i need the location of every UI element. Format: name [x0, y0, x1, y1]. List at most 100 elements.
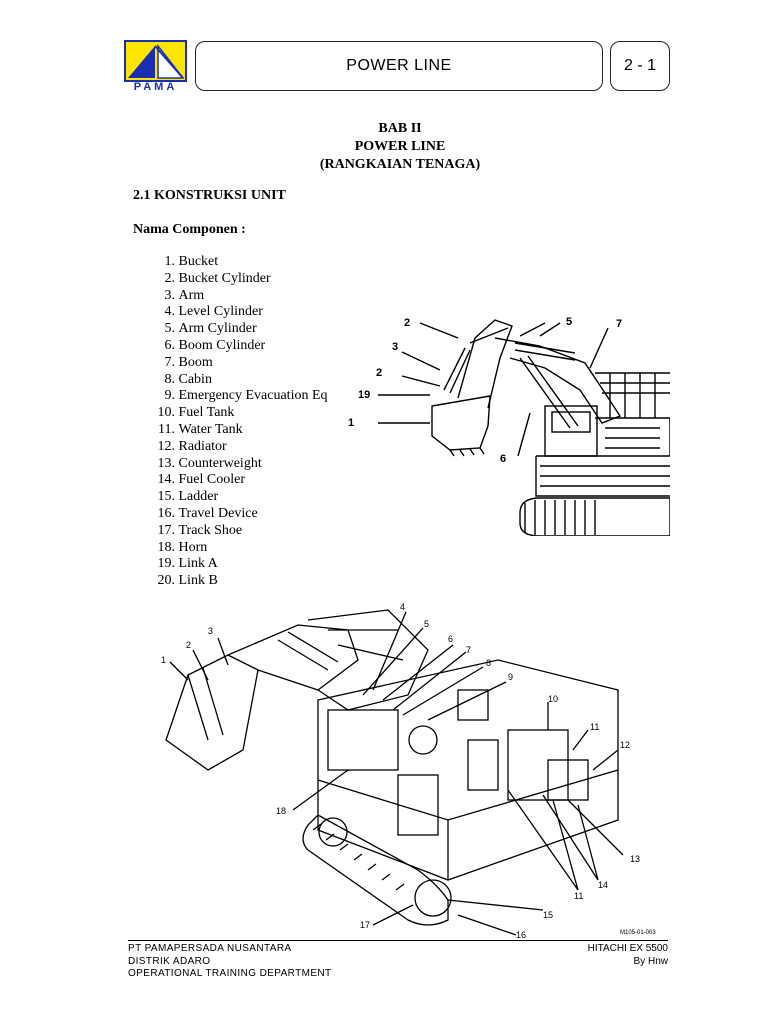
component-name: Emergency Evacuation Eq: [178, 388, 328, 404]
component-name: Water Tank: [178, 421, 243, 437]
chapter-line-2: POWER LINE: [354, 139, 446, 154]
component-name: Bucket: [178, 254, 219, 269]
callout-label: 6: [500, 453, 506, 465]
component-name: Level Cylinder: [178, 304, 263, 320]
component-number: 11.: [158, 421, 175, 437]
footer-unit-info: HITACHI EX 5500 By Hnw: [540, 943, 668, 968]
chapter-line-3: (RANGKAIAN TENAGA): [319, 157, 481, 172]
callout-label: 15: [543, 910, 553, 920]
component-name: Arm Cylinder: [178, 321, 257, 337]
callout-label: 5: [566, 316, 572, 328]
component-number: 15.: [157, 489, 176, 505]
component-number: 1.: [164, 254, 176, 269]
page-title-box: POWER LINE: [195, 41, 603, 91]
component-list-item: 17. Track Shoe: [152, 523, 332, 540]
component-list-item: 15. Ladder: [152, 489, 332, 506]
section-heading: 2.1 KONSTRUKSI UNIT: [133, 188, 286, 203]
pama-logo: [124, 40, 187, 82]
callout-label: 8: [486, 658, 491, 668]
component-name: Fuel Tank: [178, 405, 235, 421]
component-number: 16.: [157, 505, 176, 521]
component-list-item: 13. Counterweight: [152, 456, 332, 473]
component-list-item: 12. Radiator: [152, 439, 332, 456]
footer-company-info: PT PAMAPERSADA NUSANTARA DISTRIK ADARO O…: [128, 943, 332, 981]
component-number: 12.: [157, 438, 176, 454]
component-list-item: 14. Fuel Cooler: [152, 472, 332, 489]
callout-label: 1: [161, 655, 166, 665]
figure-code: M105-01-003: [620, 930, 656, 936]
footer-department: OPERATIONAL TRAINING DEPARTMENT: [128, 968, 332, 979]
callout-label: 10: [548, 694, 558, 704]
callout-label: 11: [574, 891, 583, 901]
component-list-item: 20. Link B: [152, 573, 332, 590]
callout-label: 5: [424, 619, 429, 629]
component-number: 18.: [157, 539, 176, 555]
component-list-item: 8. Cabin: [152, 372, 332, 389]
component-number: 8.: [164, 371, 176, 387]
callout-label: 3: [208, 626, 213, 636]
component-list-item: 5. Arm Cylinder: [152, 321, 332, 338]
component-name: Horn: [178, 539, 208, 555]
callout-label: 2: [404, 317, 410, 329]
page-number-box: 2 - 1: [610, 41, 670, 91]
component-name: Cabin: [178, 371, 212, 387]
footer-company: PT PAMAPERSADA NUSANTARA: [128, 943, 292, 954]
callout-label: 19: [358, 389, 370, 401]
component-list-item: 16. Travel Device: [152, 506, 332, 523]
component-list-item: 7. Boom: [152, 355, 332, 372]
component-list-item: 11. Water Tank: [152, 422, 332, 439]
component-number: 13.: [157, 455, 176, 471]
component-number: 2.: [164, 270, 176, 286]
component-list-item: 2. Bucket Cylinder: [152, 271, 332, 288]
page-title: POWER LINE: [346, 57, 452, 74]
component-name: Ladder: [178, 489, 219, 505]
logo-text: PAMA: [133, 81, 178, 93]
component-subheading: Nama Componen :: [133, 222, 246, 237]
component-name: Arm: [178, 287, 205, 303]
callout-label: 16: [516, 930, 526, 940]
component-number: 3.: [164, 287, 176, 303]
excavator-side-view-figure: 2 5 7 3 2 19 1 6: [348, 316, 670, 536]
component-name: Counterweight: [178, 455, 262, 471]
component-name: Fuel Cooler: [178, 472, 246, 488]
footer-district: DISTRIK ADARO: [128, 955, 211, 967]
component-number: 5.: [164, 321, 176, 337]
callout-label: 11: [590, 722, 599, 732]
component-list-item: 9. Emergency Evacuation Eq: [152, 388, 332, 405]
component-name: Link B: [178, 573, 218, 589]
callout-label: 7: [616, 318, 622, 330]
component-name: Track Shoe: [178, 522, 243, 538]
component-number: 4.: [164, 304, 176, 320]
footer-divider: [128, 940, 668, 941]
callout-label: 1: [348, 417, 354, 429]
component-name: Travel Device: [178, 505, 258, 521]
component-list-item: 6. Boom Cylinder: [152, 338, 332, 355]
chapter-title: BAB II POWER LINE (RANGKAIAN TENAGA): [200, 120, 600, 174]
component-number: 20.: [157, 573, 176, 589]
callout-label: 17: [360, 920, 370, 930]
component-name: Boom: [178, 354, 213, 370]
component-name: Radiator: [178, 438, 227, 454]
callout-label: 6: [448, 634, 453, 644]
component-number: 17.: [157, 522, 176, 538]
component-name: Boom Cylinder: [178, 337, 266, 353]
component-number: 9.: [164, 388, 176, 404]
chapter-line-1: BAB II: [378, 121, 422, 136]
excavator-perspective-figure: 4 5 6 7 8 9 3 2 1 10 11 12 18 13 14 11 1…: [161, 602, 656, 940]
callout-label: 2: [186, 640, 191, 650]
callout-label: 14: [598, 880, 608, 890]
callout-label: 13: [630, 854, 640, 864]
component-number: 7.: [164, 354, 176, 370]
component-list-item: 18. Horn: [152, 540, 332, 557]
page-number: 2 - 1: [623, 57, 656, 74]
component-name: Bucket Cylinder: [178, 270, 271, 286]
callout-label: 9: [508, 672, 513, 682]
component-list-item: 1. Bucket: [152, 254, 332, 271]
component-list-item: 3. Arm: [152, 288, 332, 305]
footer-unit-model: HITACHI EX 5500: [587, 943, 668, 954]
component-number: 19.: [157, 556, 176, 572]
component-list-item: 4. Level Cylinder: [152, 304, 332, 321]
callout-label: 4: [400, 602, 405, 612]
component-number: 10.: [157, 405, 176, 421]
